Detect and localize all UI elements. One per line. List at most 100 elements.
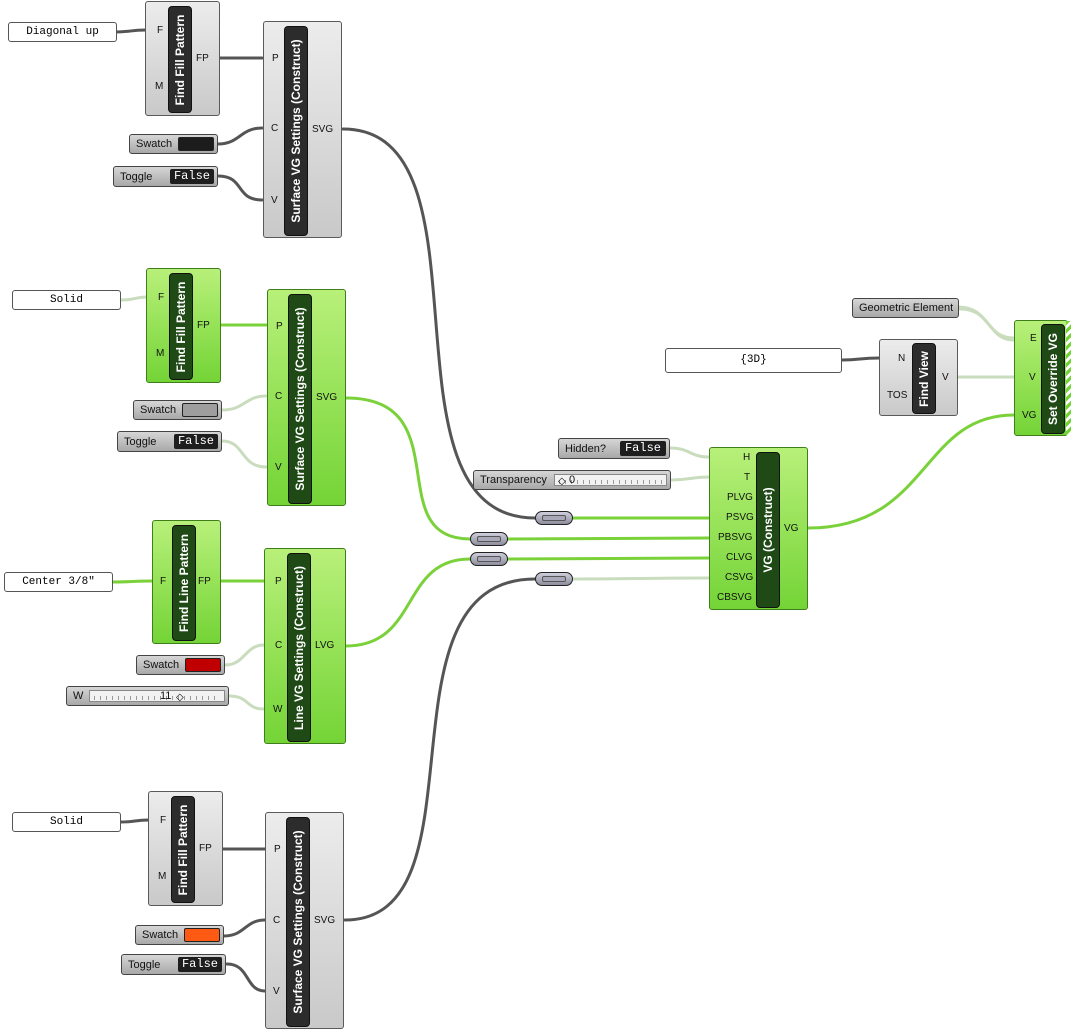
swatch-widget[interactable]: Swatch [136,655,225,675]
surface-vg-settings-node[interactable]: Surface VG Settings (Construct) P C V SV… [265,812,344,1029]
swatch-color[interactable] [185,658,221,672]
input-port-f[interactable]: F [157,25,164,36]
swatch-color[interactable] [178,137,214,151]
input-port-w[interactable]: W [273,704,283,715]
input-port-v[interactable]: V [275,462,282,473]
output-port-v[interactable]: V [942,372,949,383]
output-port-fp[interactable]: FP [196,53,209,64]
wire [223,643,266,667]
node-title: Surface VG Settings (Construct) [291,830,305,1014]
wire [840,356,881,362]
node-title: Find Line Pattern [177,533,191,633]
toggle-value[interactable]: False [174,434,218,449]
output-port-svg[interactable]: SVG [316,392,338,403]
text-panel[interactable]: Solid [12,812,121,832]
transparency-slider[interactable]: Transparency ◇ 0 [473,470,671,490]
toggle-value[interactable]: False [620,441,666,456]
input-port-p[interactable]: P [275,576,282,587]
input-port-v[interactable]: V [271,195,278,206]
input-port-f[interactable]: F [160,815,167,826]
input-port-m[interactable]: M [155,81,164,92]
swatch-widget[interactable]: Swatch [129,134,218,154]
swatch-widget[interactable]: Swatch [135,925,224,945]
input-port-p[interactable]: P [274,844,281,855]
output-port-fp[interactable]: FP [197,320,210,331]
output-port-fp[interactable]: FP [199,843,212,854]
swatch-widget[interactable]: Swatch [133,400,222,420]
slider-handle-icon[interactable]: ◇ [558,476,566,487]
toggle-value[interactable]: False [178,957,222,972]
relay-node[interactable] [470,552,508,566]
relay-node[interactable] [470,532,508,546]
input-port-c[interactable]: C [275,391,283,402]
relay-node[interactable] [535,511,573,525]
toggle-widget[interactable]: Toggle False [113,166,218,187]
toggle-widget[interactable]: Toggle False [117,431,222,452]
slider-track[interactable]: 11 ◇ [89,690,225,703]
input-port-p[interactable]: P [276,321,283,332]
slider-track[interactable]: ◇ 0 [554,474,667,487]
output-port-svg[interactable]: SVG [312,124,334,135]
find-fill-pattern-node[interactable]: Find Fill Pattern F M FP [148,791,223,906]
vg-construct-node[interactable]: VG (Construct) H T PLVG PSVG PBSVG CLVG … [709,447,808,610]
input-port-cbsvg[interactable]: CBSVG [717,592,753,603]
input-port-c[interactable]: C [273,915,281,926]
input-port-v[interactable]: V [1029,372,1036,383]
output-port-svg[interactable]: SVG [314,915,336,926]
output-port-lvg[interactable]: LVG [315,640,335,651]
text-panel[interactable]: Center 3/8" [4,572,113,592]
output-port-fp[interactable]: FP [198,576,211,587]
input-port-c[interactable]: C [271,123,279,134]
input-port-h[interactable]: H [743,452,751,463]
hidden-toggle[interactable]: Hidden? False [558,438,670,459]
input-port-n[interactable]: N [898,353,906,364]
wire [227,694,266,711]
input-port-pbsvg[interactable]: PBSVG [718,532,753,543]
swatch-color[interactable] [182,403,218,417]
input-port-v[interactable]: V [273,986,280,997]
input-port-m[interactable]: M [158,871,167,882]
find-view-node[interactable]: Find View N TOS V [879,339,958,416]
toggle-widget[interactable]: Toggle False [121,954,226,975]
find-line-pattern-node[interactable]: Find Line Pattern F FP [152,520,221,644]
geometric-element-param[interactable]: Geometric Element [852,298,959,318]
input-port-t[interactable]: T [744,472,751,483]
slider-handle-icon[interactable]: ◇ [176,692,184,703]
swatch-color[interactable] [184,928,220,942]
relay-node[interactable] [535,572,573,586]
line-vg-settings-node[interactable]: Line VG Settings (Construct) P C W LVG [264,548,346,744]
text-panel[interactable]: Solid [12,290,121,310]
input-port-clvg[interactable]: CLVG [726,552,753,563]
wire [220,439,268,469]
input-port-m[interactable]: M [156,348,165,359]
find-fill-pattern-node[interactable]: Find Fill Pattern F M FP [145,1,220,116]
wire [114,28,148,34]
node-title-bar: Find View [912,343,936,414]
input-port-f[interactable]: F [160,576,167,587]
set-override-vg-node[interactable]: Set Override VG E V VG [1014,320,1071,436]
swatch-label: Swatch [136,138,173,150]
input-port-f[interactable]: F [158,292,165,303]
input-port-plvg[interactable]: PLVG [727,492,753,503]
input-port-tos[interactable]: TOS [887,390,908,401]
input-port-e[interactable]: E [1030,333,1037,344]
find-fill-pattern-node[interactable]: Find Fill Pattern F M FP [146,268,221,383]
surface-vg-settings-node[interactable]: Surface VG Settings (Construct) P C V SV… [263,21,342,238]
input-port-csvg[interactable]: CSVG [725,572,754,583]
text-panel[interactable]: Diagonal up [8,22,117,42]
wire [669,475,711,482]
input-port-vg[interactable]: VG [1022,410,1037,421]
width-slider[interactable]: W 11 ◇ [66,686,229,706]
output-port-vg[interactable]: VG [784,523,799,534]
input-port-p[interactable]: P [272,53,279,64]
input-port-psvg[interactable]: PSVG [726,512,754,523]
toggle-value[interactable]: False [170,169,214,184]
input-port-c[interactable]: C [275,640,283,651]
node-title: Surface VG Settings (Construct) [293,307,307,491]
surface-vg-settings-node[interactable]: Surface VG Settings (Construct) P C V SV… [267,289,346,506]
node-title: Find Fill Pattern [173,14,187,105]
node-title: Set Override VG [1046,332,1060,426]
text-panel[interactable]: {3D} [665,348,842,373]
node-title-bar: Find Fill Pattern [168,6,192,113]
